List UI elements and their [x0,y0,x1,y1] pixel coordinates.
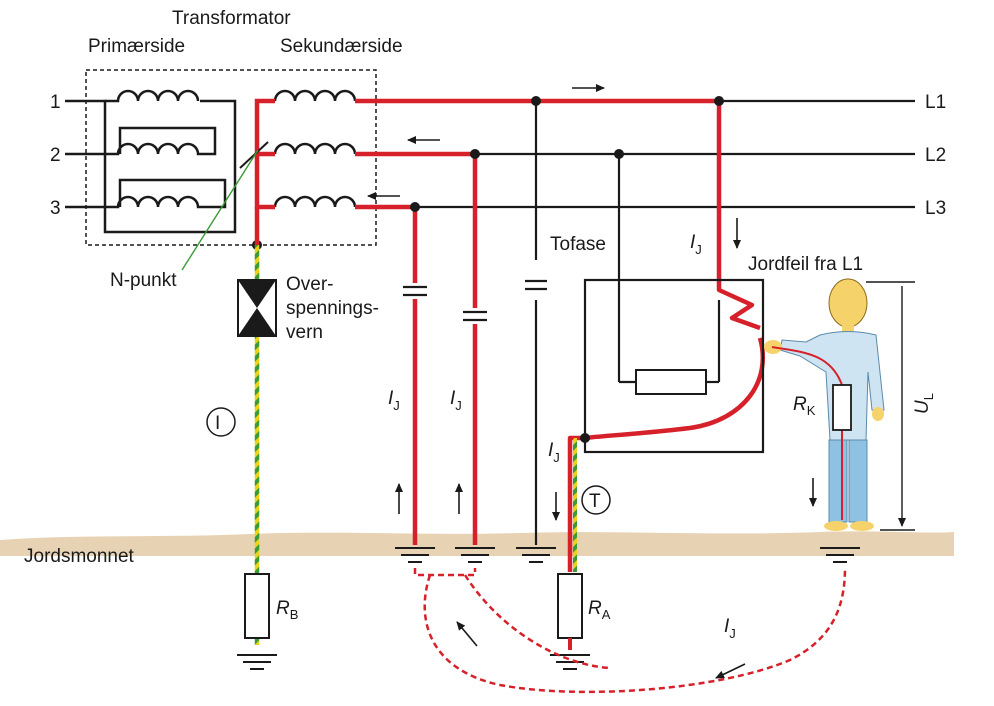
network-lines [415,99,915,545]
label-jordfeil: Jordfeil fra L1 [748,254,863,275]
symbol-ij-device: IJ [548,440,560,465]
touch-voltage-dimension [866,281,915,531]
rk-resistor [832,384,852,431]
symbol-ij-l3: IJ [388,388,400,413]
label-jordsmonnet: Jordsmonnet [24,546,135,567]
flow-arrows [367,84,817,679]
label-primaerside: Primærside [88,36,185,57]
label-sekundaerside: Sekundærside [280,36,403,57]
label-line-l3: L3 [925,198,946,219]
rb-resistor [244,573,270,639]
label-n-punkt: N-punkt [110,270,177,291]
symbol-rb: RB [276,598,298,622]
label-overspenningsvern-3: vern [286,322,323,343]
symbol-ij-soil: IJ [724,616,736,641]
symbol-ra: RA [588,598,611,622]
label-circle-i: I [215,413,220,434]
ground-symbol-rb [237,654,277,670]
label-tofase: Tofase [550,234,606,255]
label-line-l2: L2 [925,145,946,166]
person-figure [764,278,885,531]
label-phase-in-3: 3 [50,198,61,219]
n-point-mark [239,141,269,169]
secondary-star-point [254,98,275,210]
secondary-windings [273,89,357,208]
n-point-leader [181,149,259,271]
junction-dots [252,96,724,443]
circle-marker-t [581,485,611,515]
ground-symbol-ra [550,654,590,670]
circle-marker-i [206,407,236,437]
label-line-l1: L1 [925,92,946,113]
return-current-soil [413,567,847,694]
label-phase-in-1: 1 [50,92,61,113]
label-circle-t: T [589,491,601,512]
device-enclosure [583,278,765,454]
label-phase-in-2: 2 [50,145,61,166]
label-overspenningsvern-1: Over- [286,274,334,295]
ground-symbols-capacitive [395,547,860,563]
symbol-ul: UL [912,393,936,414]
symbol-ij-top: IJ [690,232,702,257]
surge-arrester [237,279,277,337]
symbol-ij-l2: IJ [450,388,462,413]
load-resistor [635,369,707,395]
primary-windings [65,89,237,234]
symbol-rk: RK [793,394,816,418]
transformer-box [85,69,377,246]
body-current-path [771,346,843,520]
fault-current-path [355,98,766,572]
label-transformator: Transformator [172,8,291,29]
label-overspenningsvern-2: spennings- [286,298,379,319]
leakage-capacitors [403,285,487,322]
ra-resistor [557,573,583,639]
